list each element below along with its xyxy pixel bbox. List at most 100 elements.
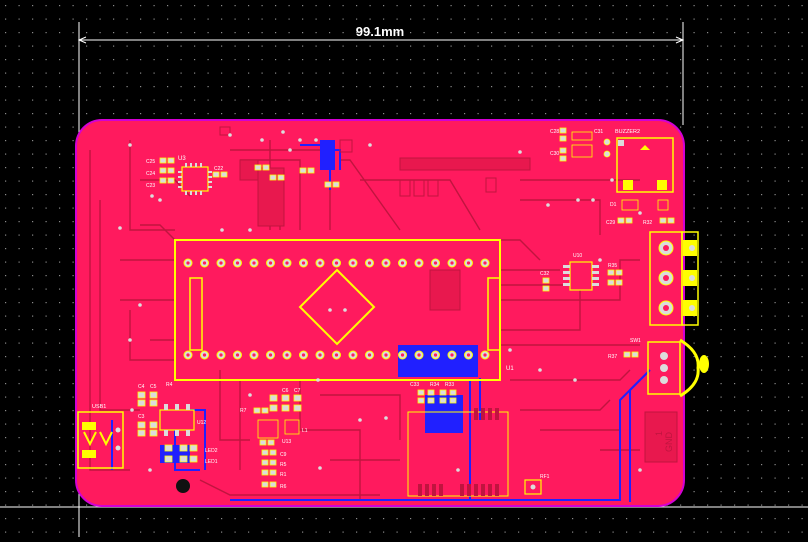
via: [368, 143, 372, 147]
d1-c29-r32[interactable]: [617, 199, 675, 224]
u1-pin-hole: [400, 261, 405, 265]
c32-r35-parts[interactable]: [542, 269, 623, 292]
via: [281, 130, 285, 134]
r33-label: R33: [445, 382, 454, 388]
u1-pin-hole: [334, 261, 339, 265]
rf-module[interactable]: [407, 408, 542, 497]
u1-pin-hole: [318, 353, 322, 357]
gnd-label: GND: [664, 432, 674, 453]
u1-pin-hole: [268, 353, 273, 357]
via: [228, 133, 232, 137]
u1-pin-hole: [285, 353, 289, 357]
board-copper-pour: [76, 120, 684, 506]
via: [508, 348, 512, 352]
via: [518, 150, 522, 154]
u1-pin-hole: [285, 261, 289, 265]
via: [138, 303, 142, 307]
u1-pin-hole: [202, 353, 207, 357]
u1-pin-hole: [367, 353, 372, 357]
u1-pin-hole: [417, 261, 421, 265]
led-pads[interactable]: [164, 444, 198, 463]
c30-label: C30: [550, 151, 559, 157]
power-caps[interactable]: [137, 391, 158, 437]
u12-footprint[interactable]: [159, 404, 195, 436]
u1-pin-hole: [268, 261, 273, 265]
via: [248, 228, 252, 232]
via: [598, 258, 602, 262]
u1-pin-hole: [384, 353, 388, 357]
c33-label: C33: [410, 382, 419, 388]
top-copper-regions: [239, 157, 531, 311]
vias: [118, 130, 642, 472]
via: [638, 211, 642, 215]
u1-pin-hole: [483, 261, 487, 265]
u1-pin-hole: [219, 353, 223, 357]
via: [220, 228, 224, 232]
terminal-block-3pin[interactable]: [649, 231, 699, 326]
buzzer-footprint[interactable]: [616, 137, 674, 193]
u1-pin-hole: [202, 261, 207, 265]
u1-pin-hole: [466, 353, 471, 357]
u1-footprint[interactable]: [174, 239, 501, 381]
c31-label: C31: [594, 129, 603, 135]
via: [128, 338, 132, 342]
c33-r34-pads[interactable]: [417, 389, 457, 404]
u1-pin-hole: [252, 261, 256, 265]
via: [316, 378, 320, 382]
r4-label: R4: [166, 382, 173, 388]
mounting-hole[interactable]: [176, 479, 190, 493]
via: [298, 138, 302, 142]
via: [128, 143, 132, 147]
usb1-connector[interactable]: [77, 411, 124, 469]
via: [130, 408, 134, 412]
u1-pin-hole: [450, 353, 454, 357]
gnd-testpad[interactable]: [644, 411, 678, 463]
u10-footprint[interactable]: [563, 261, 599, 291]
u1-pin-hole: [433, 261, 438, 265]
via: [610, 178, 614, 182]
c3-label: C3: [138, 414, 145, 420]
c31-c30-capacitors[interactable]: [559, 127, 611, 162]
u1-pin-hole: [186, 353, 190, 357]
r32-label: R32: [643, 220, 652, 226]
buzzer-label: BUZZER2: [615, 129, 640, 135]
via: [314, 138, 318, 142]
u1-pin-hole: [301, 261, 306, 265]
top-center-pads[interactable]: [254, 164, 340, 188]
via: [591, 198, 595, 202]
via: [118, 226, 122, 230]
u1-pin-hole: [318, 261, 322, 265]
via: [546, 203, 550, 207]
c32-label: C32: [540, 271, 549, 277]
u1-pin-hole: [301, 353, 306, 357]
u1-pin-hole: [367, 261, 372, 265]
sw1-switch[interactable]: [647, 338, 709, 398]
via: [343, 308, 347, 312]
via: [318, 466, 322, 470]
u10-label: U10: [573, 253, 582, 259]
via: [150, 194, 154, 198]
c9-label: C9: [280, 452, 287, 458]
c23-label: C23: [146, 183, 155, 189]
r37-pads[interactable]: [623, 351, 639, 358]
d1-label: D1: [610, 202, 617, 208]
gnd-num-label: 1: [654, 431, 664, 436]
u1-pin-hole: [466, 261, 471, 265]
c4-label: C4: [138, 384, 145, 390]
r5-label: R5: [280, 462, 287, 468]
led2-label: LED2: [205, 448, 218, 454]
r34-label: R34: [430, 382, 439, 388]
u13-area[interactable]: [253, 394, 302, 488]
r35-label: R35: [608, 263, 617, 269]
r1-label: R1: [280, 472, 287, 478]
u3-footprint[interactable]: [178, 163, 212, 195]
sw1-label: SW1: [630, 338, 641, 344]
u1-pin-hole: [252, 353, 256, 357]
u1-pin-hole: [186, 261, 190, 265]
r6-label: R6: [280, 484, 287, 490]
u3-capacitors[interactable]: [159, 157, 228, 184]
u1-pin-hole: [351, 261, 355, 265]
u1-pin-hole: [433, 353, 438, 357]
via: [456, 468, 460, 472]
